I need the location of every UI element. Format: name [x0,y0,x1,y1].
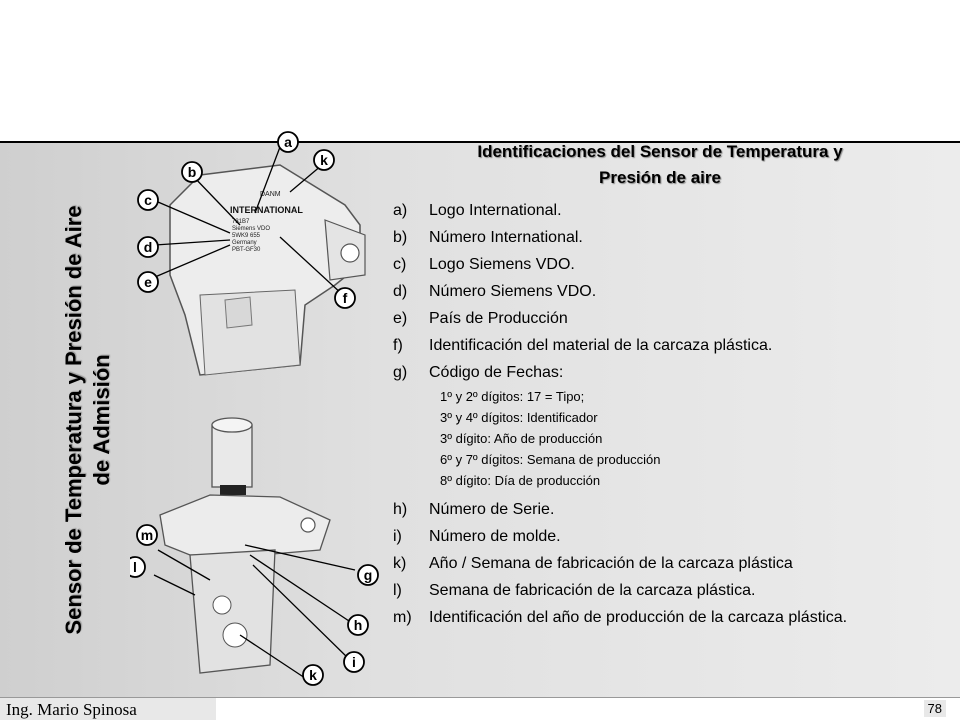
list-item: l) Semana de fabricación de la carcaza pl… [390,577,930,604]
list-item: g) Código de Fechas: [390,359,930,386]
callout-label-h: h [354,617,363,633]
callout-label-b: b [188,164,197,180]
label-line5: PBT-GF30 [232,247,261,253]
sensor-illustration: INTERNATIONAL 731B7 Siemens VDO 5WK9 655… [130,131,379,686]
list-marker: h) [393,501,408,518]
list-item: i) Número de molde. [390,523,930,550]
callout-label-c: c [144,192,152,208]
vertical-title: Sensor de Temperatura y Presión de Aire … [60,150,116,690]
label-line4: Germany [232,240,257,246]
list-text: Código de Fechas: [429,364,564,381]
label-line3: 5WK9 655 [232,233,261,239]
page-number: 78 [923,700,946,717]
list-marker: l) [393,582,402,599]
list-marker: m) [393,609,412,626]
top-divider [0,141,960,143]
list-item: h) Número de Serie. [390,496,930,523]
list-marker: i) [393,528,402,545]
list-item: d) Número Siemens VDO. [390,278,930,305]
list-text: País de Producción [429,310,568,327]
date-code-sublist: 1º y 2º dígitos: 17 = Tipo; 3º y 4º dígi… [390,386,930,491]
sublist-item: 1º y 2º dígitos: 17 = Tipo; [440,389,585,404]
list-marker: k) [393,555,407,572]
sublist-item: 8º dígito: Día de producción [440,473,601,488]
callout-label-d: d [144,239,153,255]
sensor-top-view: INTERNATIONAL 731B7 Siemens VDO 5WK9 655… [137,131,366,376]
list-text: Identificación del material de la carcaz… [429,337,773,354]
heading-line2: Presión de aire [599,168,721,187]
label-mark: DANM [260,191,281,198]
list-marker: g) [393,364,408,381]
heading-line1: Identificaciones del Sensor de Temperatu… [477,142,843,161]
vertical-title-line1: Sensor de Temperatura y Presión de Aire [61,205,86,635]
callout-label-k: k [309,667,317,683]
list-item: e) País de Producción [390,305,930,332]
list-item: k) Año / Semana de fabricación de la carc… [390,550,930,577]
identification-heading: Identificaciones del Sensor de Temperatu… [390,139,930,191]
sublist-item: 6º y 7º dígitos: Semana de producción [440,452,661,467]
sublist-item: 3º dígito: Año de producción [440,431,603,446]
list-text: Semana de fabricación de la carcaza plás… [429,582,756,599]
list-item: m) Identificación del año de producción d… [390,604,930,631]
label-line1: 731B7 [232,219,250,225]
label-line2: Siemens VDO [232,226,270,232]
list-marker: f) [393,337,403,354]
callout-label-i: i [352,654,356,670]
callout-label-l: l [133,559,137,575]
vertical-title-line2: de Admisión [89,354,114,486]
list-item: c) Logo Siemens VDO. [390,251,930,278]
callout-label-f: f [343,290,348,306]
list-text: Logo Siemens VDO. [429,256,575,273]
list-text: Número de molde. [429,528,561,545]
identification-list-continued: h) Número de Serie. i) Número de molde. k)… [390,496,930,631]
list-text: Número International. [429,229,583,246]
callout-label-m: m [141,527,153,543]
list-item: f) Identificación del material de la carc… [390,332,930,359]
callout-label-g: g [364,567,373,583]
list-marker: e) [393,310,408,327]
list-text: Logo International. [429,202,562,219]
sublist-item: 3º y 4º dígitos: Identificador [440,410,598,425]
list-text: Año / Semana de fabricación de la carcaz… [429,555,793,572]
footer-author: Ing. Mario Spinosa [0,698,216,720]
callout-label-k: k [320,152,328,168]
content-panel [0,143,960,698]
list-text: Número Siemens VDO. [429,283,597,300]
callout-label-a: a [284,134,292,150]
list-item: a) Logo International. [390,197,930,224]
list-marker: c) [393,256,407,273]
list-text: Número de Serie. [429,501,555,518]
identification-panel: Identificaciones del Sensor de Temperatu… [390,139,930,631]
callout-label-e: e [144,274,152,290]
list-marker: a) [393,202,408,219]
list-text: Identificación del año de producción de … [429,609,848,626]
list-item: b) Número International. [390,224,930,251]
footer-divider [0,697,960,698]
list-marker: b) [393,229,408,246]
list-marker: d) [393,283,408,300]
identification-list: a) Logo International. b) Número Internati… [390,197,930,386]
sensor-bottom-view [130,417,379,686]
label-brand: INTERNATIONAL [230,205,303,215]
